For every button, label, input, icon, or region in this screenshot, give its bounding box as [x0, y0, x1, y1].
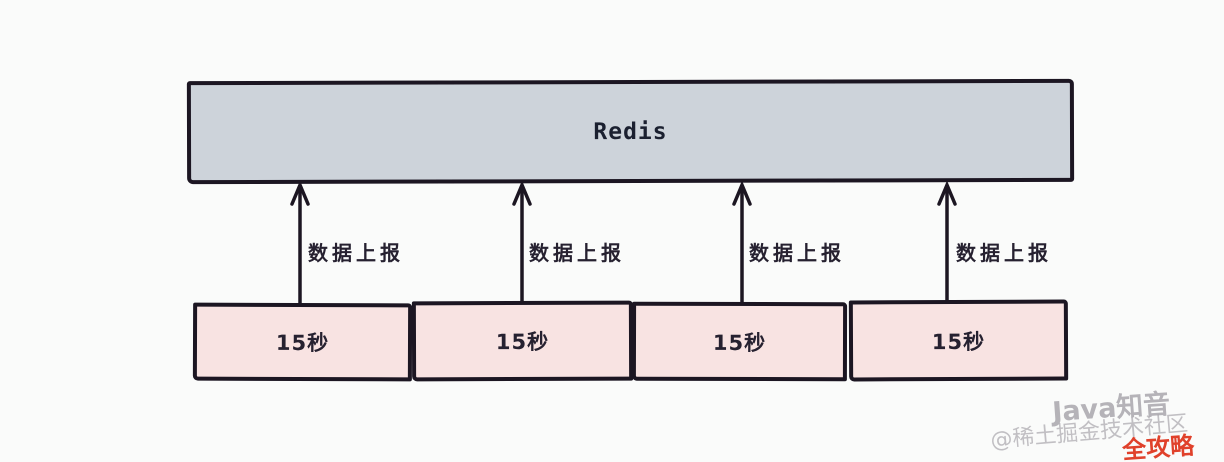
upload-arrow [289, 182, 311, 306]
upload-arrow [936, 182, 958, 306]
redis-node-label: Redis [593, 118, 668, 145]
interval-node: 15秒 [411, 300, 634, 382]
upload-label: 数据上报 [956, 241, 1052, 265]
interval-node: 15秒 [848, 299, 1069, 382]
watermark-badge: 全攻略 [1121, 431, 1196, 462]
interval-node: 15秒 [192, 302, 413, 382]
upload-label: 数据上报 [529, 241, 625, 265]
interval-node-label: 15秒 [275, 330, 330, 356]
upload-label: 数据上报 [749, 241, 845, 265]
interval-node: 15秒 [631, 301, 848, 382]
arrow-up-icon [512, 182, 532, 306]
arrow-up-icon [937, 182, 957, 306]
arrow-up-icon [732, 182, 752, 306]
upload-arrow [511, 182, 533, 306]
redis-node: Redis [186, 78, 1075, 185]
interval-node-label: 15秒 [931, 329, 986, 354]
upload-label: 数据上报 [308, 241, 404, 265]
interval-node-label: 15秒 [495, 329, 550, 355]
interval-node-label: 15秒 [712, 330, 767, 355]
arrow-up-icon [290, 182, 310, 306]
upload-arrow [731, 182, 753, 306]
watermark-brand: Java知音 [1051, 388, 1172, 429]
